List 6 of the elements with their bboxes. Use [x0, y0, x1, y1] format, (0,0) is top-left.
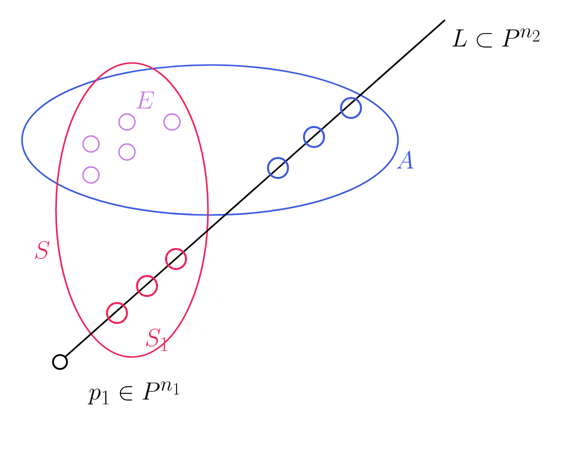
set-label: $S_1$: [146, 328, 168, 351]
set-label: $A$: [396, 150, 414, 168]
set-label: $E$: [136, 92, 154, 108]
line-label: $L \subset P^{n_2}$: [452, 28, 540, 48]
set-label: $S$: [35, 240, 50, 259]
point-label: $p_1 \in P^{n_1}$: [88, 381, 180, 404]
